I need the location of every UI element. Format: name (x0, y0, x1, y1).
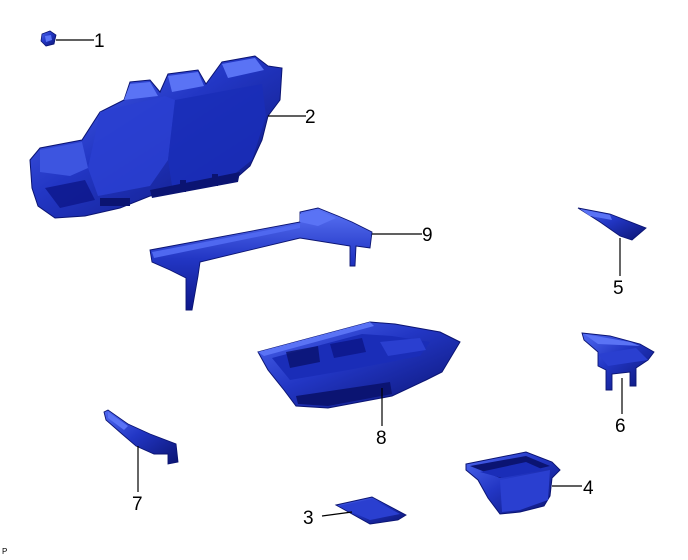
part-5-trim-piece (577, 207, 647, 241)
callout-1: 1 (94, 31, 105, 52)
part-9-bracket-frame (149, 207, 373, 311)
part-8-console-tray (257, 321, 461, 409)
callout-labels: 1 2 3 4 5 6 7 8 9 (94, 31, 626, 529)
corner-code: P (2, 547, 8, 556)
callout-2: 2 (305, 107, 316, 128)
callout-5: 5 (613, 278, 624, 299)
part-6-bracket (581, 332, 655, 391)
leader-lines (56, 39, 623, 517)
part-1-clip (40, 30, 57, 47)
callout-4: 4 (583, 478, 594, 499)
callout-7: 7 (132, 494, 143, 515)
part-3-flat-mat (334, 496, 407, 525)
leader-3 (321, 511, 353, 517)
callout-9: 9 (422, 225, 433, 246)
callout-8: 8 (376, 428, 387, 449)
part-7-side-trim (103, 409, 179, 465)
callout-6: 6 (615, 416, 626, 437)
callout-3: 3 (303, 508, 314, 529)
part-2-rear-seat-back (29, 55, 283, 219)
part-4-storage-box (465, 451, 561, 515)
